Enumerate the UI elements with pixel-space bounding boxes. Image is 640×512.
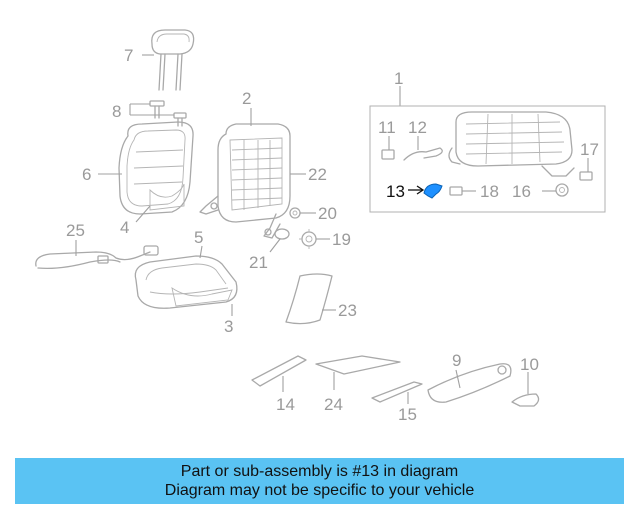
label-9: 9 [452, 351, 461, 370]
part-11 [381, 149, 395, 160]
label-20: 20 [318, 204, 337, 223]
highlighted-part-13[interactable] [423, 183, 443, 199]
lever-part-10 [511, 393, 540, 407]
panel-part-24 [315, 355, 401, 375]
label-3: 3 [224, 317, 233, 336]
label-16: 16 [512, 182, 531, 201]
headrest-part [151, 29, 195, 91]
label-5: 5 [194, 228, 203, 247]
parts-diagram: 7 8 6 4 2 22 20 [35, 29, 606, 424]
label-1: 1 [394, 69, 403, 88]
label-18: 18 [480, 182, 499, 201]
part-16 [555, 183, 569, 197]
label-6: 6 [82, 165, 91, 184]
label-23: 23 [338, 301, 357, 320]
label-8: 8 [112, 102, 121, 121]
label-11: 11 [378, 118, 396, 137]
label-24: 24 [324, 395, 343, 414]
label-10: 10 [520, 355, 539, 374]
label-4: 4 [120, 218, 129, 237]
banner-line-2: Diagram may not be specific to your vehi… [164, 482, 475, 499]
part-17 [579, 171, 593, 181]
label-14: 14 [276, 395, 295, 414]
seatback-cover-part [118, 121, 194, 215]
knob-part-20 [289, 207, 301, 219]
label-17: 17 [580, 140, 599, 159]
label-15: 15 [398, 405, 417, 424]
ring-part-21 [274, 228, 290, 240]
trim-part-14 [251, 355, 307, 387]
label-13: 13 [386, 182, 405, 201]
label-21: 21 [249, 253, 268, 272]
seat-pad-part [285, 273, 333, 325]
assembly-1-box [369, 105, 606, 213]
part-18 [449, 186, 463, 196]
label-19: 19 [332, 230, 351, 249]
wire-harness-part [35, 245, 159, 270]
seatback-frame-part [199, 123, 291, 239]
seat-cushion-part [134, 255, 238, 309]
label-2: 2 [242, 89, 251, 108]
label-22: 22 [308, 165, 327, 184]
label-7: 7 [124, 46, 133, 65]
info-banner: Part or sub-assembly is #13 in diagram D… [15, 458, 624, 504]
banner-line-1: Part or sub-assembly is #13 in diagram [180, 463, 459, 480]
label-12: 12 [408, 118, 427, 137]
cable-part-12 [403, 147, 443, 161]
label-25: 25 [66, 221, 85, 240]
side-cover-part-9 [427, 363, 512, 403]
seat-frame-part [448, 111, 575, 177]
rail-part-15 [371, 381, 423, 403]
